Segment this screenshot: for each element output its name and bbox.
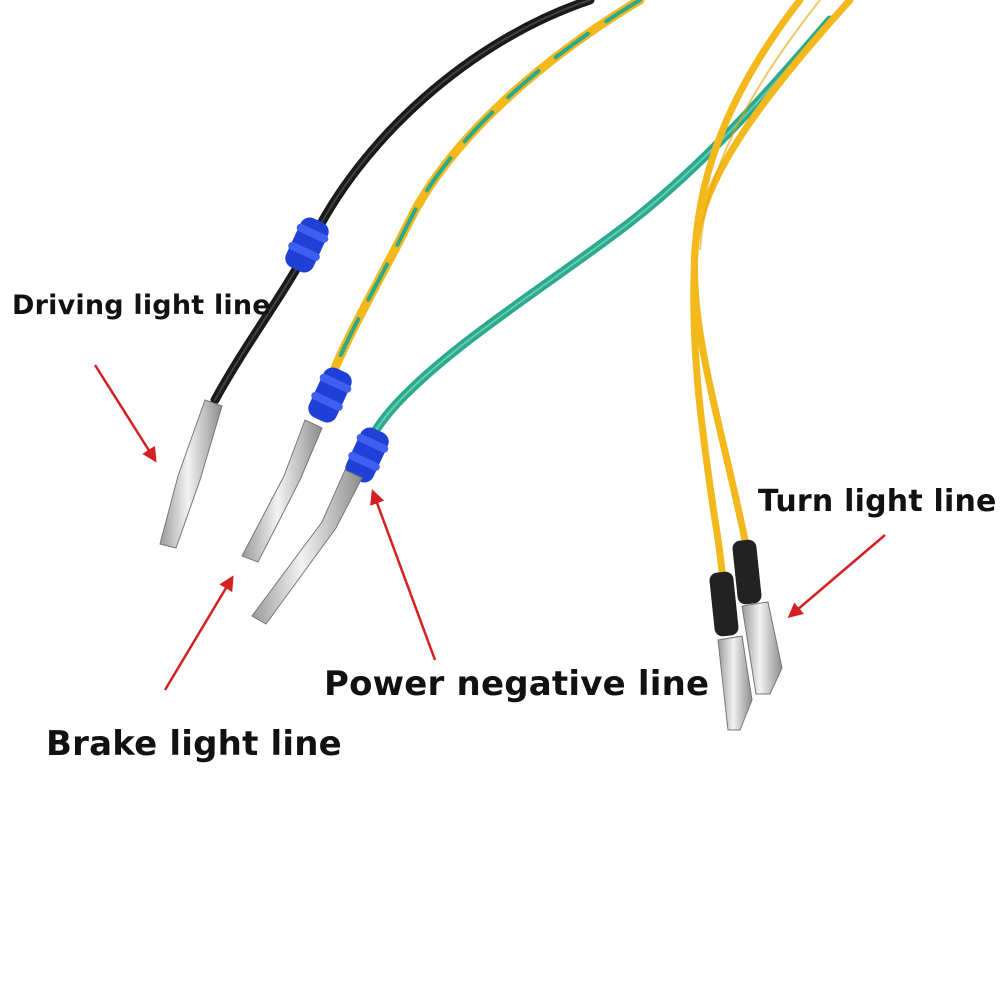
pin-terminals: [159, 399, 363, 625]
driving-light-wire: [210, 0, 595, 405]
turn-light-arrow: [787, 534, 886, 618]
blue-seals: [285, 217, 389, 483]
brake-light-label: Brake light line: [46, 724, 342, 764]
pointer-arrows: [93, 364, 886, 691]
turn-light-label: Turn light line: [758, 484, 997, 519]
power-negative-wire: [365, 15, 835, 445]
driving-light-label: Driving light line: [12, 290, 271, 321]
driving-light-arrow: [93, 364, 157, 463]
brake-light-wire: [325, 0, 645, 385]
brake-light-arrow: [163, 575, 234, 691]
power-negative-arrow: [370, 489, 437, 661]
power-negative-label: Power negative line: [324, 664, 710, 704]
turn-light-wires: [690, 0, 854, 731]
